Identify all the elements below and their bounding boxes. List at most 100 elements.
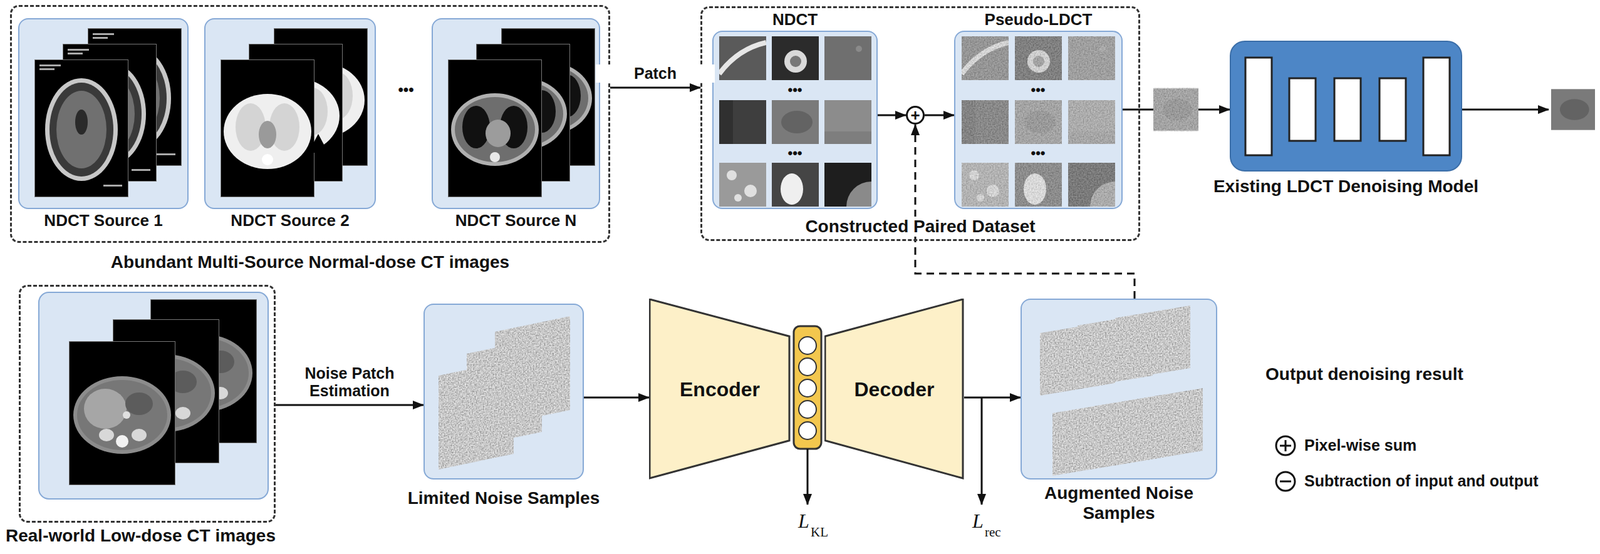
illustration-part [1115,305,1191,381]
illustration-part [150,299,257,444]
illustration-part [1289,78,1316,141]
trapezoid-outline [825,299,963,479]
illustration-part [273,28,368,167]
illustration-part [1068,36,1116,81]
illustration-part [771,100,819,145]
process-box: NDCT Source 2 [204,18,376,210]
trapezoid-block: Encoder [649,298,791,480]
illustration-part [771,162,819,207]
illustration-part [1068,162,1116,207]
group-box: Real-world Low-dose CT images [18,285,276,524]
illustration-part [1423,57,1450,156]
legend-text: Pixel-wise sum [1304,436,1417,455]
illustration-part [1039,320,1116,396]
process-box: Pseudo-LDCT [954,30,1123,210]
illustration-part [771,36,819,81]
illustration-part [824,36,872,81]
illustration-part [248,43,343,182]
node-label: NDCT [772,10,818,30]
illustration-part [1379,78,1406,141]
ndct-patches [719,36,897,232]
illustration-part [38,292,269,500]
illustration-part [824,162,897,232]
trapezoid-outline [649,299,790,479]
connector-arrow [275,404,424,407]
real-world-ct [38,292,269,500]
illustration-part [719,100,767,145]
ellipsis-dots: ••• [787,83,802,98]
process-box: NDCT [712,30,878,210]
illustration-part [1153,88,1199,131]
group-box: Abundant Multi-Source Normal-dose CT ima… [10,5,611,244]
illustration-part [798,337,817,355]
illustration-part [68,341,176,486]
illustration-part [719,162,767,207]
augmented-noise-sheets [1039,305,1203,477]
illustration-part [719,36,767,81]
illustration-part [1068,100,1116,145]
loss-symbol: L [972,509,984,534]
legend-text: Subtraction of input and output [1304,472,1539,491]
loss-symbol: rec [984,524,1002,541]
edge-label: Patch [595,64,715,83]
illustration-part [1334,78,1361,141]
illustration-part [1462,109,1549,111]
ellipsis-dots: ••• [397,82,414,98]
illustration-part [1551,88,1595,130]
illustration-part [798,358,817,376]
illustration-part [1014,162,1062,207]
illustration-part [438,360,514,470]
illustration-part [961,36,1009,81]
connector-arrow [583,397,650,400]
illustration-part [824,100,872,145]
illustration-part [798,400,817,419]
illustration-part [476,43,571,182]
illustration-part [961,100,1009,145]
node-label: Limited Noise Samples [407,488,601,509]
ellipsis-dots: ••• [1030,83,1045,98]
note-label: Output denoising result [1265,364,1464,385]
process-box: Augmented Noise Samples [1020,298,1218,480]
process-box: NDCT Source N [431,18,601,210]
process-box: Limited Noise Samples [423,303,584,480]
illustration-part [1014,100,1062,145]
connector-arrow [610,87,701,89]
illustration-part [1068,162,1141,232]
node-label: NDCT Source 1 [43,211,163,231]
illustration-part [1090,394,1166,470]
illustration-part [501,28,596,167]
connector-arrow [877,114,906,117]
loss-arrows [807,397,982,505]
connector-arrow [964,397,1021,400]
node-label: Real-world Low-dose CT images [5,526,276,547]
illustration-part [466,338,542,448]
ct-slices-source-1 [34,28,182,198]
illustration-part [87,28,182,167]
illustration-part [220,59,315,198]
illustration-part [1276,472,1295,492]
illustration-part [981,397,983,505]
node-label: Abundant Multi-Source Normal-dose CT ima… [110,252,510,273]
illustration-part [961,36,1009,81]
ct-slices-source-2 [220,28,368,198]
trapezoid-block: Decoder [824,298,965,480]
node-label: NDCT Source N [455,211,577,231]
illustration-part [494,316,571,426]
node-label: + [910,107,920,124]
illustration-part [1014,36,1062,81]
illustration-part [1068,36,1116,81]
sum-node: + [905,105,925,125]
node-label: Pseudo-LDCT [984,10,1093,30]
node-label: Encoder [679,379,760,400]
illustration-part [1014,100,1062,145]
illustration-part [62,43,157,182]
illustration-part [1276,436,1295,456]
output-arrow-and-patch [1462,88,1595,130]
illustration-part [961,162,1009,207]
illustration-part [798,379,817,398]
latent-vector [793,326,822,450]
illustration-part [1245,57,1272,156]
network-layers [1245,57,1450,156]
ellipsis-dots: ••• [787,146,802,161]
